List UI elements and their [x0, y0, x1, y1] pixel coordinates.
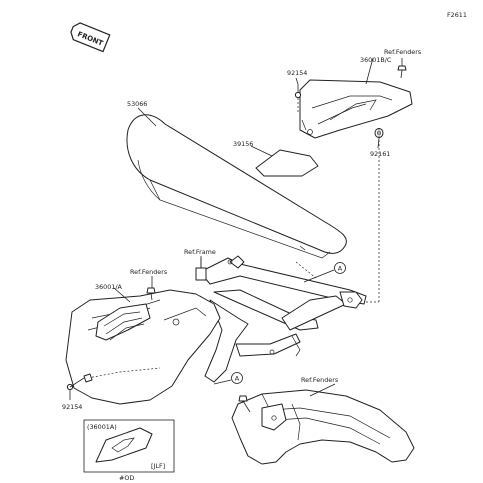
- cover-36001bc: [299, 79, 413, 139]
- figure-code: F2611: [447, 11, 467, 19]
- callout-a-1-text: A: [338, 265, 343, 273]
- seat-53066: [126, 114, 347, 259]
- callout-a-2: A: [213, 372, 243, 385]
- bolt-upper-right: [397, 65, 407, 79]
- leader-lines: [69, 57, 403, 413]
- rear-fender: [231, 389, 415, 465]
- label-ref-frame: Ref.Frame: [184, 248, 216, 256]
- label-53066: 53066: [127, 100, 147, 108]
- callout-a-2-text: A: [235, 375, 240, 383]
- inset-title: (36001A): [87, 423, 117, 431]
- inset-tag: [JLF]: [151, 462, 165, 470]
- label-36001bc: 36001B/C: [360, 56, 392, 64]
- label-39156: 39156: [233, 140, 253, 148]
- side-cover-36001a: [65, 289, 221, 405]
- inset-color-code: #OD: [119, 474, 134, 482]
- bolt-92154-lower: [66, 373, 93, 391]
- front-arrow-badge: FRONT: [70, 22, 111, 53]
- pad-39156: [255, 149, 319, 177]
- callout-a-1: A: [303, 262, 346, 283]
- label-92154-top: 92154: [287, 69, 307, 77]
- label-ref-fenders-top: Ref.Fenders: [384, 48, 422, 56]
- label-36001a: 36001/A: [95, 283, 122, 291]
- bolt-92154-upper: [294, 84, 302, 99]
- inset-box: (36001A) [JLF]: [83, 419, 175, 473]
- inset-decal: [95, 427, 153, 463]
- label-ref-fenders-bottom: Ref.Fenders: [301, 376, 339, 384]
- label-92154-bottom: 92154: [62, 403, 82, 411]
- subframe: [195, 255, 367, 383]
- label-ref-fenders-left: Ref.Fenders: [130, 268, 168, 276]
- label-92161: 92161: [370, 150, 390, 158]
